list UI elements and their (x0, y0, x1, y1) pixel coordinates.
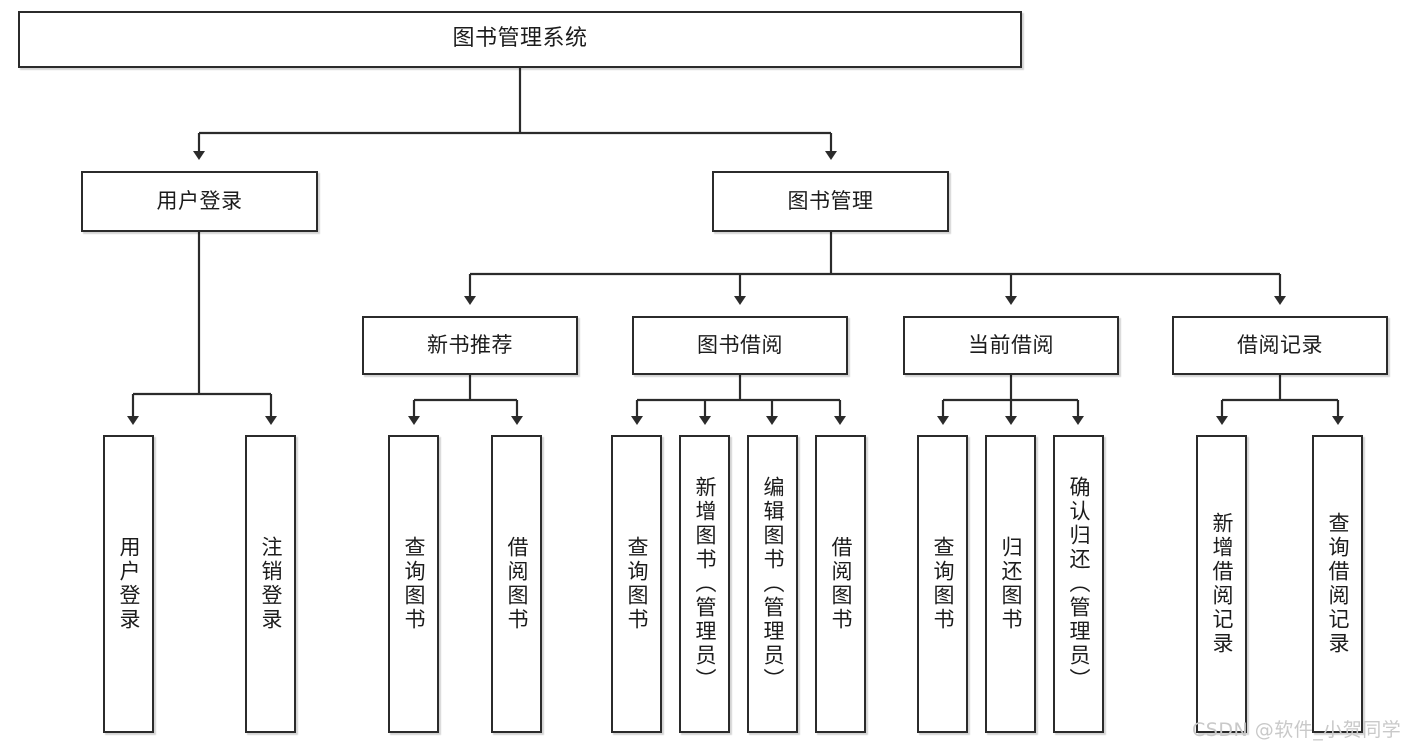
leaf-confirm-return[interactable]: 确认归还（管理员） (1053, 435, 1104, 733)
leaf-user-login[interactable]: 用户登录 (103, 435, 154, 733)
leaf-add-book[interactable]: 新增图书（管理员） (679, 435, 730, 733)
node-new-book-rec[interactable]: 新书推荐 (362, 316, 578, 375)
node-book-manage[interactable]: 图书管理 (712, 171, 949, 232)
node-user-login[interactable]: 用户登录 (81, 171, 318, 232)
leaf-query-record[interactable]: 查询借阅记录 (1312, 435, 1363, 733)
node-book-borrow[interactable]: 图书借阅 (632, 316, 848, 375)
leaf-confirm-return-label: 确认归还（管理员） (1067, 476, 1091, 692)
leaf-query-book-1[interactable]: 查询图书 (388, 435, 439, 733)
leaf-query-book-2-label: 查询图书 (625, 536, 649, 632)
node-root-label: 图书管理系统 (452, 26, 588, 52)
node-new-book-rec-label: 新书推荐 (427, 332, 513, 357)
leaf-query-book-3[interactable]: 查询图书 (917, 435, 968, 733)
node-borrow-record[interactable]: 借阅记录 (1172, 316, 1388, 375)
leaf-logout-login-label: 注销登录 (259, 536, 283, 632)
node-current-borrow-label: 当前借阅 (968, 332, 1054, 357)
csdn-watermark: CSDN @软件_小贺同学 (1192, 719, 1402, 741)
leaf-borrow-book-2[interactable]: 借阅图书 (815, 435, 866, 733)
leaf-add-record[interactable]: 新增借阅记录 (1196, 435, 1247, 733)
leaf-query-book-3-label: 查询图书 (931, 536, 955, 632)
leaf-user-login-label: 用户登录 (117, 536, 141, 632)
leaf-edit-book-label: 编辑图书（管理员） (761, 476, 785, 692)
leaf-query-record-label: 查询借阅记录 (1326, 512, 1350, 656)
leaf-borrow-book-2-label: 借阅图书 (829, 536, 853, 632)
leaf-borrow-book-1-label: 借阅图书 (505, 536, 529, 632)
leaf-logout-login[interactable]: 注销登录 (245, 435, 296, 733)
node-book-manage-label: 图书管理 (787, 188, 874, 213)
leaf-return-book-label: 归还图书 (999, 536, 1023, 632)
leaf-query-book-1-label: 查询图书 (402, 536, 426, 632)
leaf-add-book-label: 新增图书（管理员） (693, 476, 717, 692)
leaf-query-book-2[interactable]: 查询图书 (611, 435, 662, 733)
leaf-edit-book[interactable]: 编辑图书（管理员） (747, 435, 798, 733)
node-user-login-label: 用户登录 (156, 188, 243, 213)
node-book-borrow-label: 图书借阅 (697, 332, 783, 357)
leaf-borrow-book-1[interactable]: 借阅图书 (491, 435, 542, 733)
leaf-return-book[interactable]: 归还图书 (985, 435, 1036, 733)
node-current-borrow[interactable]: 当前借阅 (903, 316, 1119, 375)
node-root[interactable]: 图书管理系统 (18, 11, 1022, 68)
node-borrow-record-label: 借阅记录 (1237, 332, 1323, 357)
leaf-add-record-label: 新增借阅记录 (1210, 512, 1234, 656)
